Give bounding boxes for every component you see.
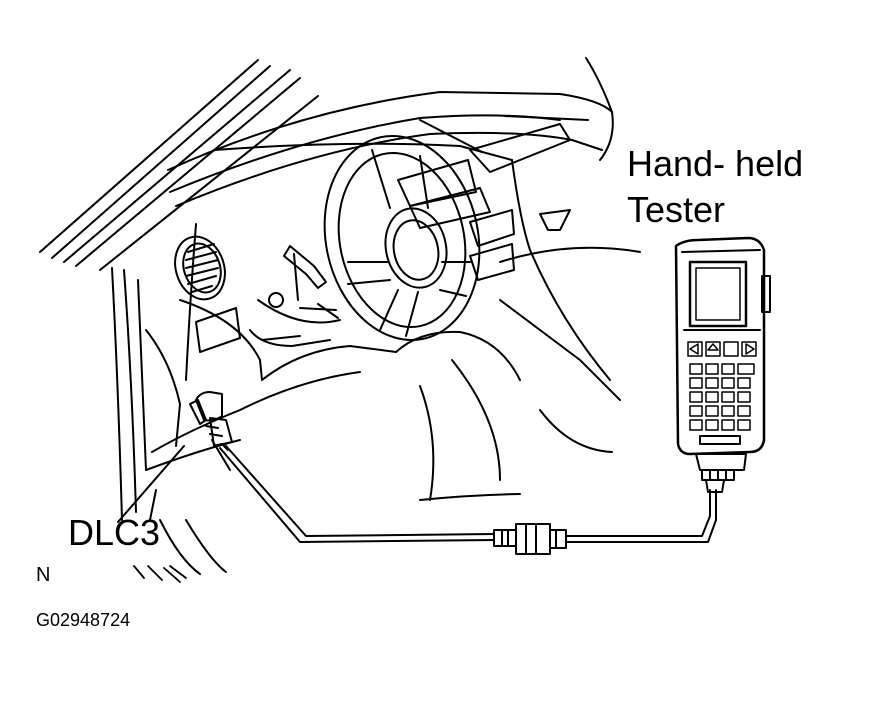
leader-tick <box>150 490 156 520</box>
compass-label: N <box>36 564 51 586</box>
tester-label-line2: Tester <box>627 189 726 230</box>
switch-panel <box>196 293 330 352</box>
cable-adapter <box>494 524 566 554</box>
tester-cable <box>220 446 716 542</box>
tester-label-line1: Hand- held <box>627 143 804 184</box>
direction-marks <box>134 566 186 582</box>
dlc3-leader-line <box>118 446 184 522</box>
column-stalks <box>258 246 340 340</box>
steering-wheel <box>306 121 498 354</box>
dlc3-connector <box>190 392 232 450</box>
air-vent <box>167 230 232 306</box>
hand-held-tester <box>676 238 770 492</box>
tester-keypad <box>688 342 756 430</box>
figure-code: G02948724 <box>36 610 131 630</box>
dlc3-label: DLC3 <box>68 512 161 553</box>
dashboard <box>146 58 640 574</box>
